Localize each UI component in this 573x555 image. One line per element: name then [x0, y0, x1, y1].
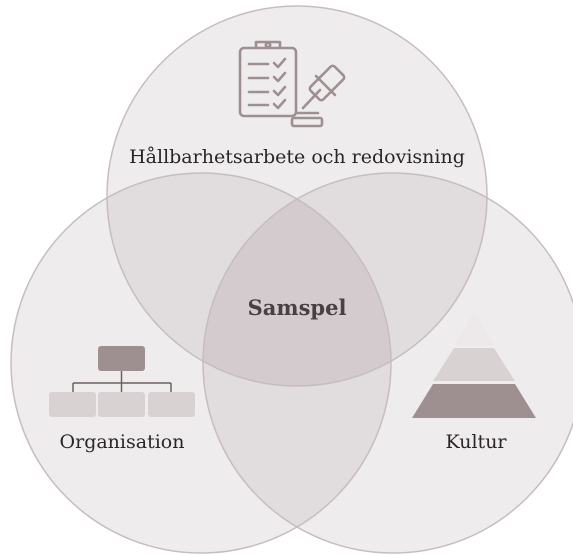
- label-kultur: Kultur: [445, 431, 507, 453]
- pyramid-icon: [412, 312, 536, 418]
- label-center: Samspel: [248, 295, 347, 320]
- label-organisation: Organisation: [60, 431, 185, 453]
- overlap-center: [203, 173, 391, 386]
- label-hallbarhet: Hållbarhetsarbete och redovisning: [129, 146, 465, 168]
- venn-circles: [10, 5, 573, 554]
- org-chart-icon: [49, 346, 195, 417]
- clipboard-gavel-icon: [238, 40, 346, 128]
